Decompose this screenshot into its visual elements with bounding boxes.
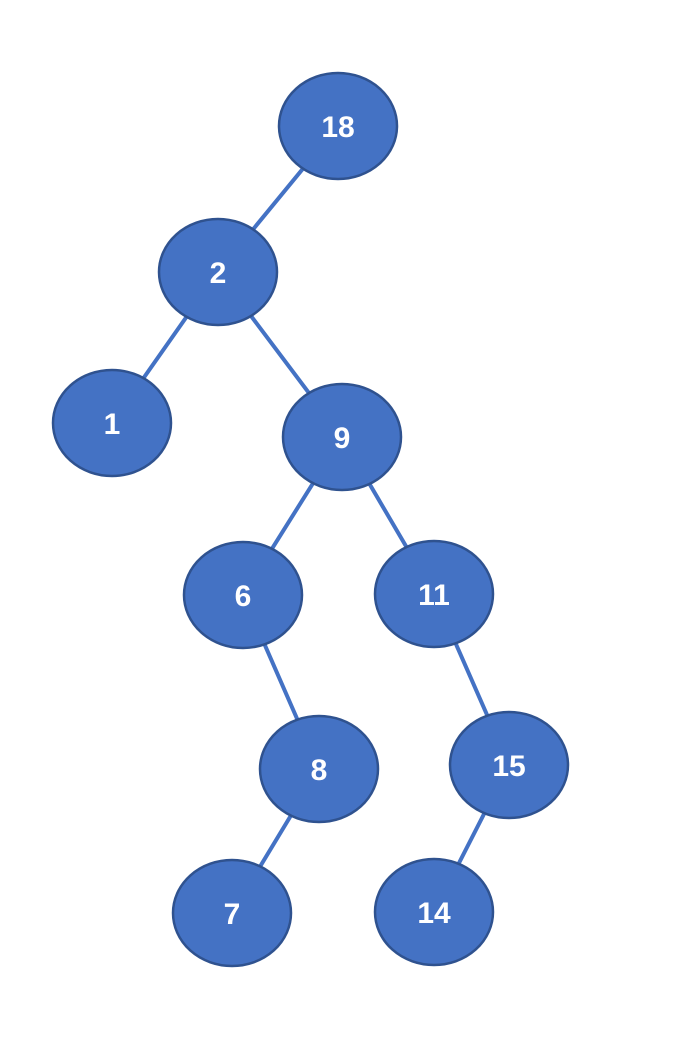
tree-node-ellipse-2 (157, 217, 279, 327)
tree-node-14: 14 (373, 857, 495, 967)
tree-node-6: 6 (182, 540, 304, 650)
tree-node-7: 7 (171, 858, 293, 968)
tree-node-label-7: 7 (224, 898, 241, 931)
tree-node-ellipse-15 (448, 710, 570, 820)
tree-node-label-2: 2 (210, 257, 227, 290)
tree-node-15: 15 (448, 710, 570, 820)
tree-node-ellipse-6 (182, 540, 304, 650)
tree-node-ellipse-1 (51, 368, 173, 478)
nodes-layer: 18 2 1 9 6 11 8 15 7 14 (51, 71, 570, 968)
tree-node-label-8: 8 (311, 754, 328, 787)
tree-node-ellipse-11 (373, 539, 495, 649)
tree-node-1: 1 (51, 368, 173, 478)
tree-node-label-18: 18 (321, 111, 354, 144)
tree-node-label-11: 11 (418, 579, 450, 612)
tree-node-ellipse-18 (277, 71, 399, 181)
tree-node-18: 18 (277, 71, 399, 181)
tree-node-label-14: 14 (417, 897, 451, 930)
tree-node-ellipse-8 (258, 714, 380, 824)
tree-node-11: 11 (373, 539, 495, 649)
tree-node-ellipse-9 (281, 382, 403, 492)
tree-node-label-9: 9 (334, 422, 351, 455)
tree-node-2: 2 (157, 217, 279, 327)
tree-node-label-15: 15 (492, 750, 525, 783)
tree-node-label-6: 6 (235, 580, 252, 613)
tree-node-ellipse-14 (373, 857, 495, 967)
tree-node-8: 8 (258, 714, 380, 824)
tree-node-9: 9 (281, 382, 403, 492)
tree-node-ellipse-7 (171, 858, 293, 968)
tree-node-label-1: 1 (104, 408, 121, 441)
